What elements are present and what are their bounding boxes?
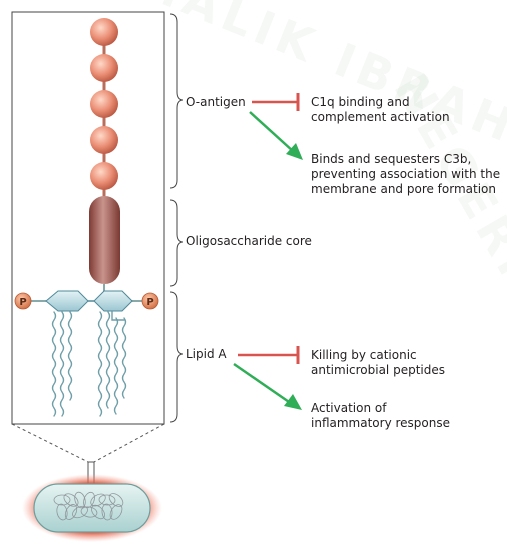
label-lipid-a: Lipid A (186, 347, 227, 362)
brace-lipid-a (170, 292, 183, 422)
sugar-bead (90, 18, 118, 46)
acyl-chain (107, 312, 110, 408)
effect-o-antigen-inhibits: C1q binding and complement activation (311, 95, 450, 125)
glucosamine-left (46, 291, 88, 311)
effect-line: Killing by cationic (311, 348, 445, 363)
brace-o-antigen (170, 14, 183, 188)
effect-line: Activation of (311, 401, 450, 416)
effect-line: membrane and pore formation (311, 182, 500, 197)
label-oligosaccharide-core: Oligosaccharide core (186, 234, 312, 249)
phosphate-label-left: P (19, 297, 26, 308)
effect-line: inflammatory response (311, 416, 450, 431)
promote-arrowhead-lipid-a (284, 394, 302, 410)
phosphate-label-right: P (146, 297, 153, 308)
oligosaccharide-core-shape (89, 196, 120, 284)
zoom-line-right (94, 424, 164, 462)
acyl-chain-branch (112, 312, 124, 320)
effect-line: C1q binding and (311, 95, 450, 110)
effect-line: preventing association with the (311, 167, 500, 182)
brace-core (170, 200, 183, 286)
effect-line: complement activation (311, 110, 450, 125)
acyl-chain (123, 318, 126, 398)
acyl-chains (53, 312, 126, 416)
acyl-chain (115, 318, 118, 414)
effect-lipid-a-promotes: Activation of inflammatory response (311, 401, 450, 431)
acyl-chain (53, 312, 56, 416)
promote-arrow-o-antigen (250, 112, 294, 152)
glucosamine-right (94, 291, 132, 311)
promote-arrow-lipid-a (234, 364, 292, 404)
sugar-bead (90, 54, 118, 82)
acyl-chain (99, 312, 102, 416)
sugar-bead (90, 162, 118, 190)
acyl-chain (69, 312, 72, 400)
effect-line: Binds and sequesters C3b, (311, 152, 500, 167)
sugar-bead (90, 90, 118, 118)
acyl-chain (61, 312, 64, 416)
zoom-panel (12, 12, 164, 424)
effect-lipid-a-inhibits: Killing by cationic antimicrobial peptid… (311, 348, 445, 378)
effect-o-antigen-promotes: Binds and sequesters C3b, preventing ass… (311, 152, 500, 197)
zoom-line-left (12, 424, 88, 462)
effect-line: antimicrobial peptides (311, 363, 445, 378)
label-o-antigen: O-antigen (186, 95, 246, 110)
sugar-bead (90, 126, 118, 154)
